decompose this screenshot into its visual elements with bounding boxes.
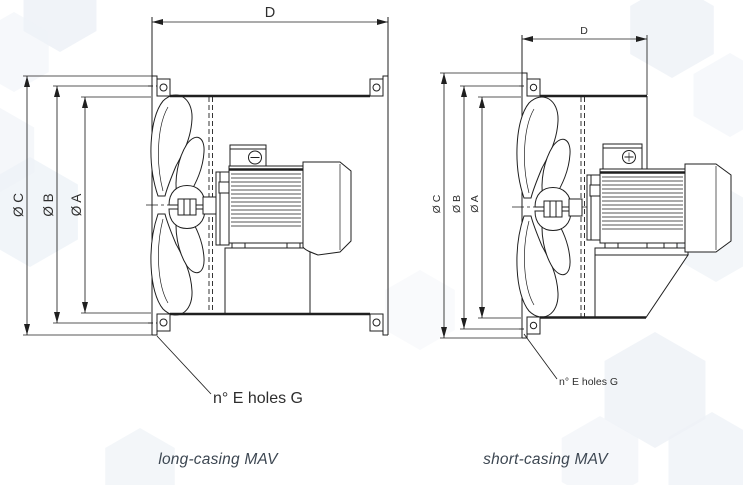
- long-holes-callout: n° E holes G: [156, 335, 303, 407]
- long-dimension-b: Ø B: [41, 85, 157, 324]
- long-holes-label: n° E holes G: [213, 390, 303, 407]
- long-casing: [151, 17, 389, 336]
- long-dim-d-label: D: [265, 5, 275, 21]
- short-motor-base-plate: [594, 247, 689, 256]
- long-dimension-c: Ø C: [11, 75, 152, 336]
- short-dimension-c: Ø C: [431, 72, 522, 339]
- short-dimension-a: Ø A: [469, 96, 521, 319]
- short-casing-drawing: D Ø C Ø B Ø A: [431, 25, 732, 388]
- hub-waist: [177, 198, 197, 216]
- motor-foot-front: [231, 242, 246, 249]
- long-flange-bottom-left: [156, 313, 171, 332]
- long-flange-hole-top-right: [372, 83, 381, 92]
- motor-cooling-fins: [602, 176, 683, 230]
- short-flange-bottom-left: [526, 316, 541, 335]
- long-dim-c-label: Ø C: [11, 193, 26, 217]
- motor-foot-rear: [663, 242, 678, 249]
- long-flange-bottom-right: [369, 313, 384, 332]
- long-flange-hole-top-left: [159, 83, 168, 92]
- motor-body: [228, 165, 304, 244]
- short-dimension-d: D: [522, 25, 648, 95]
- motor-body: [599, 168, 686, 244]
- long-flange-hole-bottom-left: [159, 318, 168, 327]
- short-bulkhead: [580, 97, 585, 317]
- caption-short-casing: short-casing MAV: [483, 451, 608, 468]
- long-motor: [215, 144, 352, 256]
- long-dimension-d: D: [152, 5, 388, 25]
- short-flange-top-left: [526, 78, 541, 97]
- long-flange-hole-bottom-right: [372, 318, 381, 327]
- motor-foot-front: [604, 242, 619, 249]
- long-motor-pedestal: [224, 247, 311, 315]
- motor-foot-rear: [286, 242, 301, 249]
- short-dimension-b: Ø B: [451, 85, 527, 330]
- long-dimension-a: Ø A: [69, 96, 151, 314]
- motor-rear-bell: [302, 161, 352, 256]
- short-holes-callout: n° E holes G: [523, 333, 618, 388]
- short-dim-a-label: Ø A: [469, 195, 481, 213]
- long-flange-top-left: [156, 78, 171, 97]
- long-casing-drawing: D Ø C Ø B Ø A: [11, 5, 389, 407]
- long-dim-a-label: Ø A: [69, 194, 84, 217]
- short-flange-hole-top-left: [529, 83, 538, 92]
- motor-rear-bell: [684, 163, 732, 253]
- short-motor: [586, 143, 732, 253]
- short-dim-c-label: Ø C: [431, 194, 443, 213]
- long-flange-top-right: [369, 78, 384, 97]
- short-dim-b-label: Ø B: [451, 195, 463, 213]
- motor-cooling-fins: [231, 173, 301, 227]
- short-motor-shaft: [568, 198, 583, 217]
- caption-long-casing: long-casing MAV: [158, 451, 278, 468]
- long-dim-b-label: Ø B: [41, 193, 56, 216]
- short-flange-hole-bottom-left: [529, 321, 538, 330]
- short-motor-bracket: [594, 254, 689, 318]
- long-motor-shaft: [202, 196, 217, 215]
- short-holes-label: n° E holes G: [559, 376, 618, 388]
- short-dim-d-label: D: [580, 25, 588, 37]
